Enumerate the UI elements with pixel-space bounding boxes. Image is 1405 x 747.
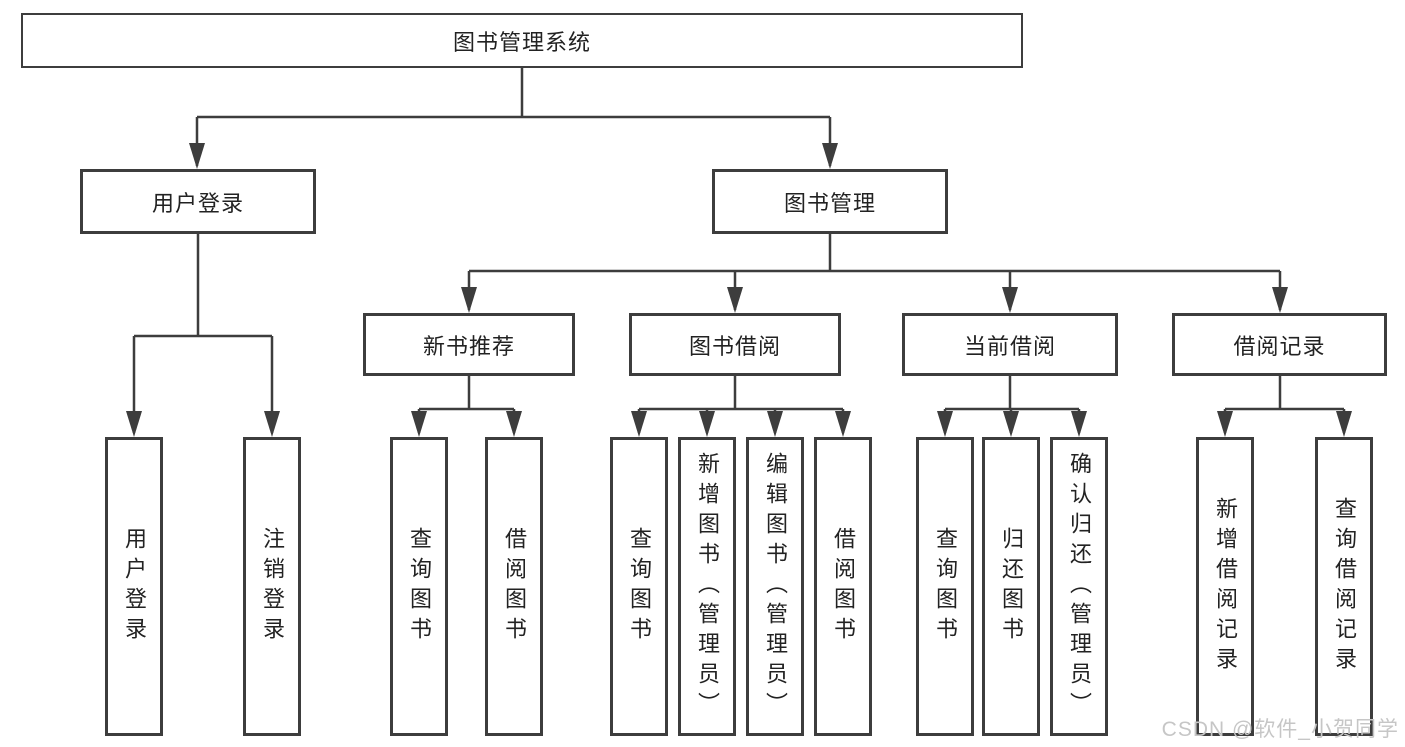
node-label: 查询图书 xyxy=(933,526,958,647)
node-label: 当前借阅 xyxy=(963,333,1056,359)
node-leaf-return-book: 归还图书 xyxy=(982,437,1040,736)
node-leaf-add-book-admin: 新增图书（管理员） xyxy=(678,437,736,736)
node-borrow-record: 借阅记录 xyxy=(1172,313,1387,376)
node-label: 用户登录 xyxy=(151,190,244,216)
node-leaf-query-books-current: 查询图书 xyxy=(916,437,974,736)
node-leaf-query-books-recommend: 查询图书 xyxy=(390,437,448,736)
node-leaf-add-borrow-record: 新增借阅记录 xyxy=(1196,437,1254,736)
node-label: 新增图书（管理员） xyxy=(695,451,720,722)
node-leaf-edit-book-admin: 编辑图书（管理员） xyxy=(746,437,804,736)
node-label: 查询借阅记录 xyxy=(1332,496,1357,677)
node-label: 查询图书 xyxy=(627,526,652,647)
node-user-login: 用户登录 xyxy=(80,169,316,234)
node-label: 借阅记录 xyxy=(1233,333,1326,359)
node-leaf-user-login: 用户登录 xyxy=(105,437,163,736)
node-new-book-recommend: 新书推荐 xyxy=(363,313,575,376)
node-label: 新书推荐 xyxy=(422,333,515,359)
node-leaf-logout: 注销登录 xyxy=(243,437,301,736)
node-label: 用户登录 xyxy=(122,526,147,647)
csdn-watermark: CSDN @软件_小贺同学 xyxy=(1161,718,1399,741)
node-label: 归还图书 xyxy=(999,526,1024,647)
node-current-borrow: 当前借阅 xyxy=(902,313,1118,376)
node-leaf-confirm-return-admin: 确认归还（管理员） xyxy=(1050,437,1108,736)
node-leaf-query-books-borrow: 查询图书 xyxy=(610,437,668,736)
node-book-management: 图书管理 xyxy=(712,169,948,234)
node-book-borrow: 图书借阅 xyxy=(629,313,841,376)
node-label: 图书借阅 xyxy=(688,333,781,359)
node-leaf-query-borrow-record: 查询借阅记录 xyxy=(1315,437,1373,736)
node-label: 图书管理系统 xyxy=(452,29,591,55)
node-label: 确认归还（管理员） xyxy=(1067,451,1092,722)
node-label: 图书管理 xyxy=(783,190,876,216)
node-label: 编辑图书（管理员） xyxy=(763,451,788,722)
node-leaf-borrow-books-recommend: 借阅图书 xyxy=(485,437,543,736)
node-label: 新增借阅记录 xyxy=(1213,496,1238,677)
node-root-library-system: 图书管理系统 xyxy=(21,13,1023,68)
arrowheads xyxy=(126,143,1352,437)
node-leaf-borrow-books: 借阅图书 xyxy=(814,437,872,736)
node-label: 注销登录 xyxy=(260,526,285,647)
node-label: 查询图书 xyxy=(407,526,432,647)
node-label: 借阅图书 xyxy=(502,526,527,647)
node-label: 借阅图书 xyxy=(831,526,856,647)
